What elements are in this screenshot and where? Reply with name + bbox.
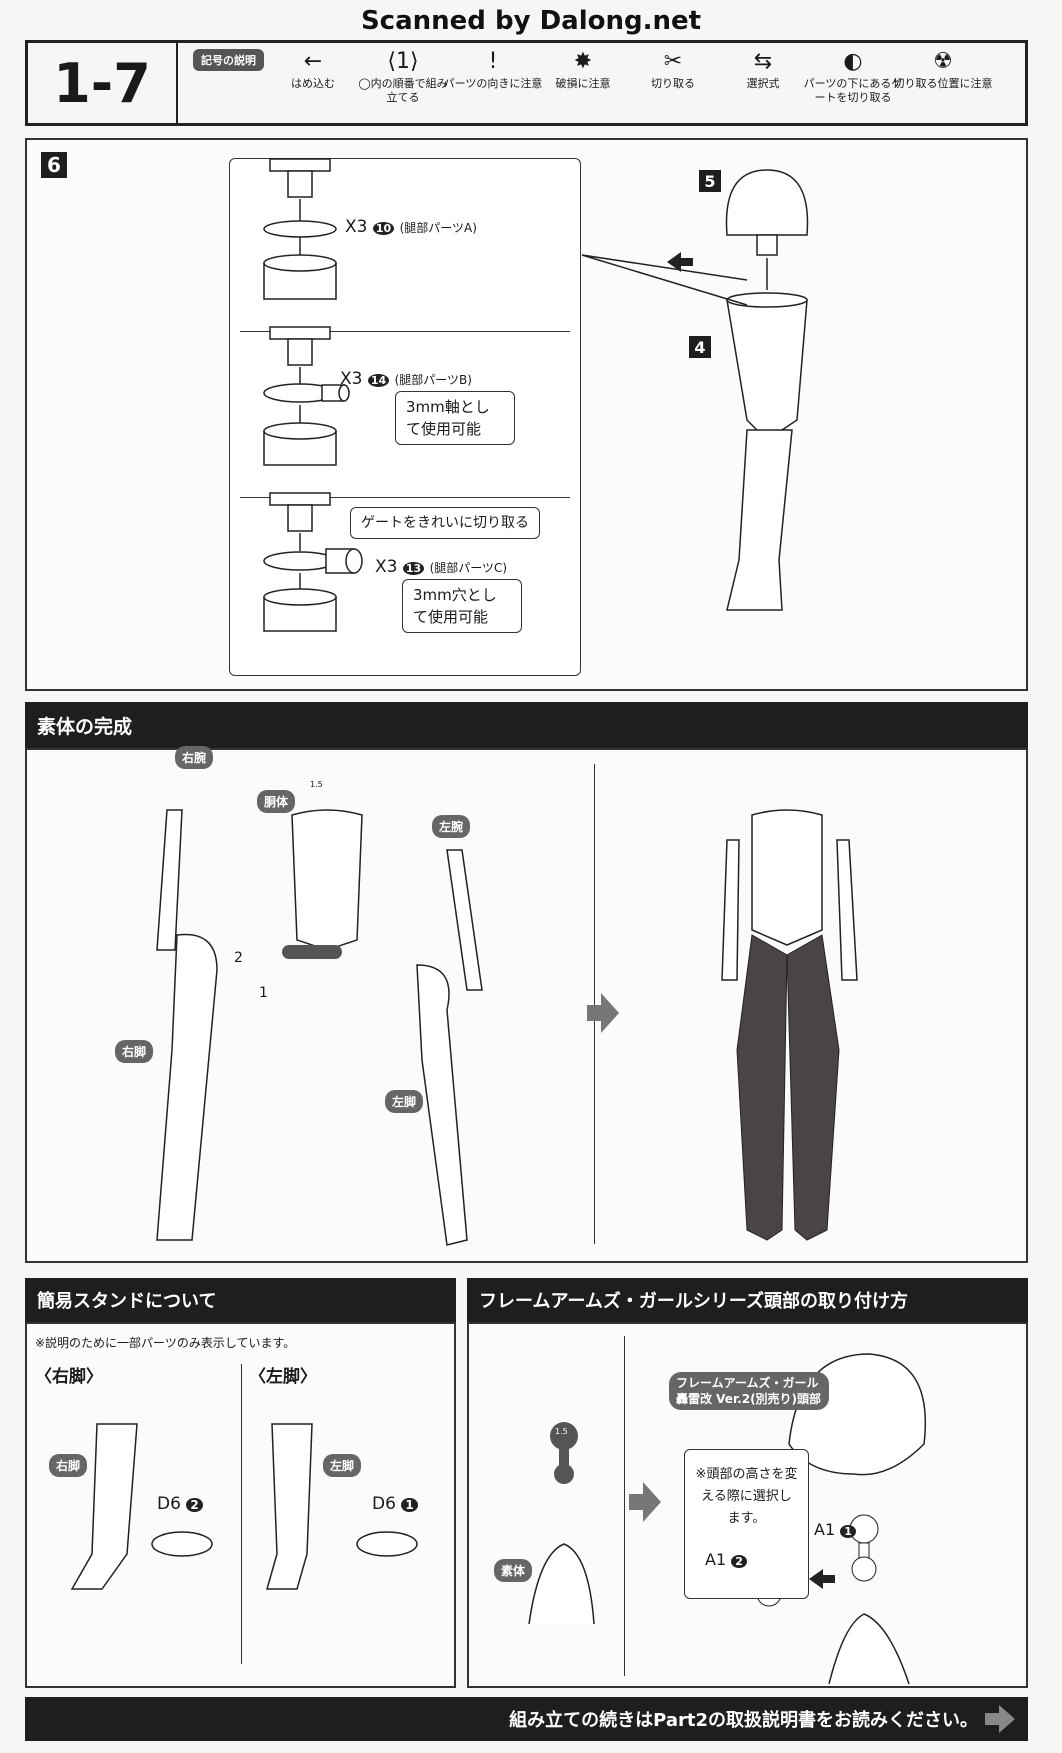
- legend-symbol: ⇆ 選択式: [713, 47, 813, 91]
- stand-part-right: D6 2: [157, 1494, 203, 1514]
- legend-label: パーツの向きに注意: [443, 77, 543, 90]
- stand-part-left: D6 1: [372, 1494, 418, 1514]
- a1-1-label: A1 1: [814, 1520, 856, 1539]
- option-c-label: X3 13 (腿部パーツC): [375, 557, 508, 577]
- complete-title: 素体の完成: [25, 702, 1028, 748]
- stand-right-leg-label: 右脚: [49, 1454, 88, 1477]
- footer-text: 組み立ての続きはPart2の取扱説明書をお読みください。: [509, 1710, 978, 1731]
- legend-symbol: ◐ パーツの下にあるゲートを切り取る: [803, 47, 903, 105]
- left-leg-heading: 〈左脚〉: [249, 1367, 317, 1387]
- legend-symbol: ✂ 切り取る: [623, 47, 723, 91]
- option-c-note: 3mm穴として使用可能: [402, 579, 522, 633]
- gate-note: ゲートをきれいに切り取る: [350, 507, 540, 539]
- step6-panel: 6 X3 10 (腿部パーツA) X3 14 (腿部パーツB) 3mm軸として使…: [25, 138, 1028, 691]
- label-left-leg: 左脚: [385, 1090, 424, 1113]
- order-2: 2: [234, 950, 243, 966]
- stand-left-leg-label: 左脚: [323, 1454, 362, 1477]
- legend-label: ◯内の順番で組み立てる: [358, 77, 448, 104]
- thigh-parts-illustration: [263, 158, 363, 632]
- stand-illustration: [70, 1423, 418, 1590]
- step6-number: 6: [41, 152, 67, 178]
- head-panel: 1.5 素体 フレームアームズ・ガール 轟雷改 Ver.2(別売り)頭部 ※頭部…: [467, 1322, 1028, 1688]
- legend-label: はめ込む: [291, 77, 335, 90]
- height-note: ※頭部の高さを変える際に選択します。: [684, 1449, 809, 1599]
- cut-icon: ✂: [663, 49, 683, 74]
- legend-symbol: ← はめ込む: [263, 47, 363, 91]
- hexagon-number-icon: ⟨1⟩: [387, 49, 419, 74]
- legend-label: パーツの下にあるゲートを切り取る: [803, 77, 903, 104]
- legend-label: 破損に注意: [555, 77, 611, 90]
- legend-symbol: ✸ 破損に注意: [533, 47, 633, 91]
- label-right-leg: 右脚: [115, 1040, 154, 1063]
- head-title: フレームアームズ・ガールシリーズ頭部の取り付け方: [467, 1278, 1028, 1322]
- choice-arrows-icon: ⇆: [753, 49, 773, 74]
- head-joint-size: 1.5: [555, 1427, 568, 1436]
- head-product-label: フレームアームズ・ガール 轟雷改 Ver.2(別売り)頭部: [669, 1372, 829, 1410]
- legend-label: 切り取る: [651, 77, 695, 90]
- footer-note: 組み立ての続きはPart2の取扱説明書をお読みください。: [25, 1697, 1028, 1741]
- stand-title: 簡易スタンドについて: [25, 1278, 456, 1322]
- part-4-number: 4: [689, 336, 711, 358]
- step-header: 1-7 記号の説明 ←はめ込む⟨1⟩◯内の順番で組み立てる!パーツの向きに注意✸…: [25, 40, 1028, 126]
- arrow-left-icon: ←: [303, 49, 323, 74]
- order-1: 1: [259, 985, 268, 1001]
- watermark: Scanned by Dalong.net: [360, 6, 702, 36]
- complete-panel: 右腕 胴体 左腕 右脚 左脚 2 1 1.5: [25, 746, 1028, 1263]
- cut-position-icon: ☢: [933, 49, 953, 74]
- gate-cut-icon: ◐: [843, 49, 863, 74]
- exclamation-icon: !: [488, 49, 498, 74]
- option-b-note: 3mm軸として使用可能: [395, 391, 515, 445]
- a1-2-label: A1 2: [705, 1550, 747, 1569]
- step-number: 1-7: [28, 43, 178, 123]
- options-box: X3 10 (腿部パーツA) X3 14 (腿部パーツB) 3mm軸として使用可…: [229, 158, 581, 676]
- legend-title: 記号の説明: [193, 49, 264, 71]
- stand-panel: ※説明のために一部パーツのみ表示しています。 〈右脚〉 〈左脚〉 右脚 左脚 D…: [25, 1322, 456, 1688]
- option-b-label: X3 14 (腿部パーツB): [340, 369, 472, 389]
- legend-symbol: ! パーツの向きに注意: [443, 47, 543, 91]
- stand-note: ※説明のために一部パーツのみ表示しています。: [35, 1336, 296, 1350]
- body-assembly-illustration: [156, 809, 858, 1246]
- right-leg-heading: 〈右脚〉: [35, 1367, 103, 1387]
- legend-symbol: ⟨1⟩ ◯内の順番で組み立てる: [353, 47, 453, 105]
- part-5-number: 5: [699, 170, 721, 192]
- label-left-arm: 左腕: [432, 815, 471, 838]
- break-warning-icon: ✸: [573, 49, 593, 74]
- body-label: 素体: [494, 1559, 533, 1582]
- label-torso: 胴体: [257, 790, 296, 813]
- next-arrow-icon: [985, 1705, 1015, 1733]
- legend-label: 選択式: [746, 77, 780, 90]
- legend-label: 切り取る位置に注意: [893, 77, 993, 90]
- option-a-label: X3 10 (腿部パーツA): [345, 217, 477, 237]
- legend-symbol: ☢ 切り取る位置に注意: [893, 47, 993, 91]
- leg-illustration: [581, 169, 809, 611]
- joint-size: 1.5: [310, 780, 323, 789]
- label-right-arm: 右腕: [175, 746, 214, 769]
